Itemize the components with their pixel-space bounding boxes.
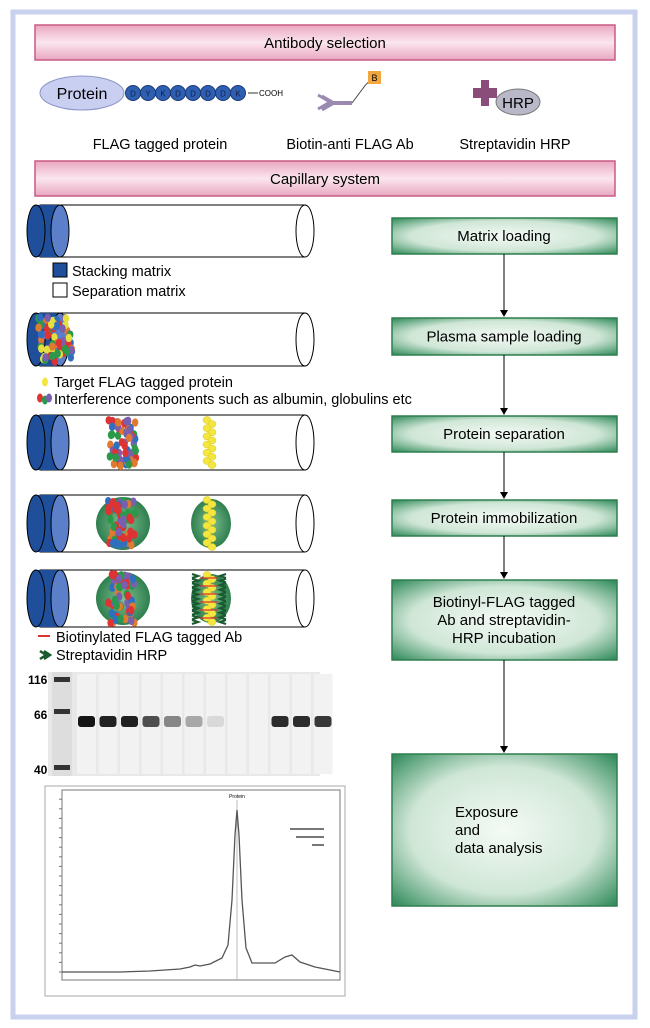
gel-lane (227, 674, 247, 774)
svg-text:COOH: COOH (259, 89, 283, 98)
biotin-badge (368, 71, 381, 84)
step-4: Protein immobilization (391, 499, 618, 579)
svg-text:B: B (371, 73, 377, 83)
legend-matrix: Stacking matrix Separation matrix (52, 262, 186, 300)
marker-116: 116 (28, 673, 48, 687)
svg-text:Streptavidin HRP: Streptavidin HRP (459, 137, 570, 153)
svg-text:Interference components such a: Interference components such as albumin,… (54, 392, 412, 408)
capillary-3 (26, 414, 315, 471)
step-1: Matrix loading (391, 217, 618, 317)
streptavidin-hrp: HRP Streptavidin HRP (459, 80, 571, 153)
step-3: Protein separation (391, 415, 618, 499)
capillary-4 (26, 494, 315, 553)
ladder-band (54, 677, 70, 682)
chart-legend-lines (290, 828, 324, 846)
ladder-band (54, 709, 70, 714)
capillary-1 (26, 204, 315, 258)
svg-text:Target FLAG tagged protein: Target FLAG tagged protein (54, 375, 233, 391)
step-2: Plasma sample loading (391, 317, 618, 415)
caption-flag-tagged-protein: FLAG tagged protein (93, 137, 228, 153)
flag-residue-label: D (175, 90, 181, 99)
marker-66: 66 (34, 708, 48, 722)
svg-text:Antibody selection: Antibody selection (264, 35, 386, 52)
gel-band (78, 716, 95, 727)
gel-band (121, 716, 138, 727)
svg-text:Biotinylated FLAG tagged Ab: Biotinylated FLAG tagged Ab (56, 630, 242, 646)
biotin-anti-flag-ab: B Biotin-anti FLAG Ab (286, 71, 414, 153)
flag-residue-label: K (160, 90, 166, 99)
flag-residue-label: D (205, 90, 211, 99)
electropherogram: Protein (44, 785, 346, 997)
gel-band (314, 716, 332, 727)
flag-residue-label: D (190, 90, 196, 99)
flag-residue (230, 85, 246, 101)
peak-label: Protein (229, 794, 245, 800)
step-label: Plasma sample loading (426, 329, 581, 346)
svg-text:Stacking matrix: Stacking matrix (72, 264, 172, 280)
header-antibody-selection: Antibody selection (34, 24, 616, 61)
step-label: Protein immobilization (431, 510, 578, 527)
gel-band (271, 716, 289, 727)
target-protein (207, 618, 217, 626)
svg-text:Separation matrix: Separation matrix (72, 284, 186, 300)
flag-residue-label: Y (145, 90, 151, 99)
gel-band (207, 716, 224, 727)
target-protein (207, 543, 217, 551)
marker-40: 40 (34, 763, 48, 777)
outer-border (10, 9, 638, 1020)
svg-text:Capillary system: Capillary system (270, 171, 380, 188)
gel-image: 116 66 40 (28, 672, 333, 777)
trace (62, 809, 341, 973)
gel-band (142, 716, 160, 727)
gel-band (99, 716, 117, 727)
legend-detection: Biotinylated FLAG tagged Ab Streptavidin… (38, 630, 242, 664)
flag-residue-label: K (235, 90, 241, 99)
flag-residue-label: D (220, 90, 226, 99)
capillary-2 (26, 312, 315, 367)
step-label: Protein separation (443, 426, 565, 443)
flag-residue-label: D (130, 90, 136, 99)
svg-text:HRP: HRP (502, 95, 534, 112)
gel-band (185, 716, 203, 727)
step-label: Matrix loading (457, 228, 550, 245)
legend-sample: Target FLAG tagged protein Interference … (37, 375, 412, 408)
svg-text:Protein: Protein (57, 86, 108, 103)
capillary-5 (26, 569, 315, 628)
target-protein (207, 461, 217, 469)
ladder-band (54, 765, 70, 770)
svg-text:Streptavidin HRP: Streptavidin HRP (56, 648, 167, 664)
gel-lane (249, 674, 268, 774)
gel-band (164, 716, 181, 727)
gel-band (293, 716, 310, 727)
header-capillary-system: Capillary system (34, 160, 616, 197)
svg-text:Biotin-anti FLAG Ab: Biotin-anti FLAG Ab (286, 137, 413, 153)
